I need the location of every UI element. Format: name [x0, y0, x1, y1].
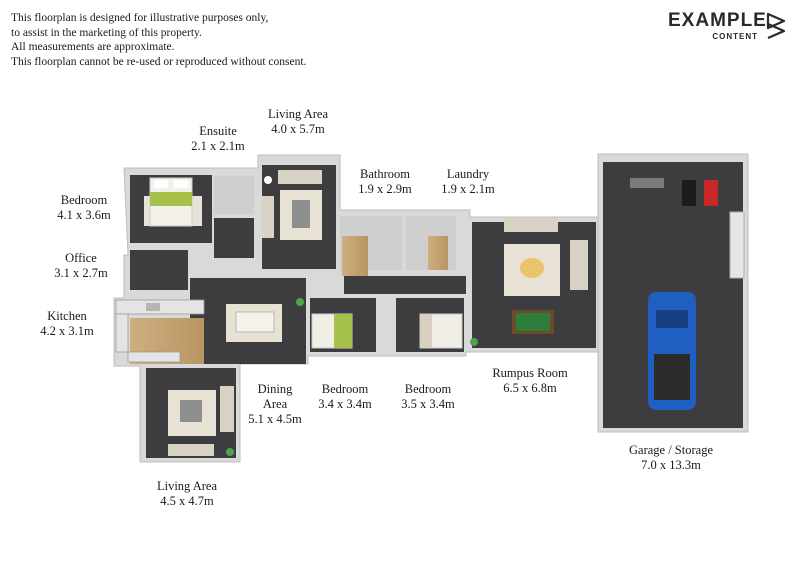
- disclaimer-line: All measurements are approximate.: [11, 41, 175, 53]
- room-size: 7.0 x 13.3m: [641, 458, 701, 472]
- room-size: 2.1 x 2.1m: [191, 139, 245, 153]
- room-label-office: Office 3.1 x 2.7m: [54, 251, 107, 281]
- room-name: Garage / Storage: [629, 443, 713, 457]
- room-label-bedroom-2: Bedroom 3.4 x 3.4m: [318, 382, 371, 412]
- room-label-living-bottom: Living Area 4.5 x 4.7m: [157, 479, 217, 509]
- room-size: 3.4 x 3.4m: [318, 397, 372, 411]
- room-size: 6.5 x 6.8m: [503, 381, 557, 395]
- room-name: Ensuite: [199, 124, 237, 138]
- disclaimer-line: This floorplan is designed for illustrat…: [11, 12, 269, 24]
- logo-subtitle: CONTENT: [712, 32, 758, 41]
- room-label-dining: Dining Area 5.1 x 4.5m: [248, 382, 301, 427]
- living-top-furniture: [262, 170, 322, 240]
- room-name: Office: [65, 251, 97, 265]
- room-name: Area: [262, 397, 288, 411]
- bed-2: [311, 313, 353, 349]
- room-name: Rumpus Room: [492, 366, 568, 380]
- disclaimer: This floorplan is designed for illustrat…: [11, 11, 306, 69]
- room-label-kitchen: Kitchen 4.2 x 3.1m: [40, 309, 93, 339]
- room-name: Laundry: [446, 167, 490, 181]
- room-label-bathroom: Bathroom 1.9 x 2.9m: [358, 167, 411, 197]
- room-label-laundry: Laundry 1.9 x 2.1m: [441, 167, 494, 197]
- room-size: 3.5 x 3.4m: [401, 397, 455, 411]
- room-name: Bathroom: [359, 167, 410, 181]
- logo-chevron-icon: [766, 12, 786, 40]
- living-bottom-furniture: [168, 386, 234, 456]
- room-size: 1.9 x 2.9m: [358, 182, 412, 196]
- room-label-garage: Garage / Storage 7.0 x 13.3m: [629, 443, 713, 473]
- room-name: Dining: [257, 382, 293, 396]
- room-name: Living Area: [267, 107, 329, 121]
- room-size: 3.1 x 2.7m: [54, 266, 108, 280]
- room-name: Living Area: [156, 479, 218, 493]
- room-label-ensuite: Ensuite 2.1 x 2.1m: [191, 124, 244, 154]
- room-name: Kitchen: [47, 309, 87, 323]
- room-label-bedroom-main: Bedroom 4.1 x 3.6m: [57, 193, 110, 223]
- room-size: 4.1 x 3.6m: [57, 208, 111, 222]
- disclaimer-line: This floorplan cannot be re-used or repr…: [11, 55, 307, 68]
- room-name: Bedroom: [60, 193, 108, 207]
- room-name: Bedroom: [404, 382, 452, 396]
- room-size: 4.2 x 3.1m: [40, 324, 94, 338]
- bed-main: [144, 177, 202, 227]
- room-label-bedroom-3: Bedroom 3.5 x 3.4m: [401, 382, 454, 412]
- room-size: 1.9 x 2.1m: [441, 182, 495, 196]
- room-size: 5.1 x 4.5m: [248, 412, 302, 426]
- room-label-rumpus: Rumpus Room 6.5 x 6.8m: [492, 366, 567, 396]
- logo-wordmark: EXAMPLE: [668, 10, 767, 31]
- disclaimer-line: to assist in the marketing of this prope…: [11, 26, 202, 39]
- room-name: Bedroom: [321, 382, 369, 396]
- dining-table: [226, 298, 304, 342]
- bed-3: [419, 313, 463, 349]
- brand-logo: EXAMPLE CONTENT: [668, 10, 786, 44]
- room-size: 4.0 x 5.7m: [271, 122, 325, 136]
- rumpus-furniture: [504, 218, 588, 334]
- kitchen-sink: [146, 303, 160, 311]
- room-size: 4.5 x 4.7m: [160, 494, 214, 508]
- garage-contents: [630, 178, 745, 410]
- room-label-living-top: Living Area 4.0 x 5.7m: [268, 107, 328, 137]
